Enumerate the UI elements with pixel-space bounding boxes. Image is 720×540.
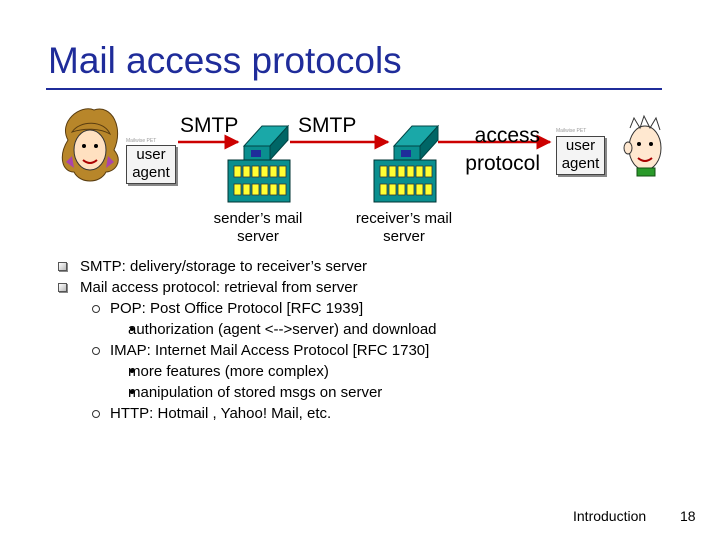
- smtp-label-left: SMTP: [180, 114, 239, 137]
- mail-server-icon: [373, 124, 440, 203]
- smtp-label-right: SMTP: [298, 114, 357, 137]
- page-number: 18: [680, 508, 696, 524]
- title-underline: [46, 88, 662, 90]
- dot-bullet-icon: [130, 369, 134, 373]
- list-item: SMTP: delivery/storage to receiver’s ser…: [58, 256, 678, 277]
- dot-bullet-icon: [130, 390, 134, 394]
- agent-caption-left: Mailwise PET: [126, 138, 157, 144]
- access-protocol-label: access protocol: [465, 124, 540, 175]
- receiver-mail-server-label: receiver’s mail server: [355, 210, 453, 245]
- list-item: authorization (agent <-->server) and dow…: [128, 321, 437, 338]
- user-agent-right[interactable]: user agent: [556, 136, 605, 175]
- user-agent-left[interactable]: user agent: [126, 145, 176, 184]
- list-item: Mail access protocol: retrieval from ser…: [58, 277, 678, 298]
- agent-caption-right: Mailwise PET: [556, 128, 587, 134]
- list-item: IMAP: Internet Mail Access Protocol [RFC…: [58, 340, 678, 361]
- mail-diagram: [61, 108, 662, 203]
- man-user-icon: [623, 114, 662, 177]
- ring-bullet-icon: [92, 347, 100, 355]
- list-item: HTTP: Hotmail , Yahoo! Mail, etc.: [58, 403, 678, 424]
- list-item: POP: Post Office Protocol [RFC 1939]: [58, 298, 678, 319]
- bullet-list: SMTP: delivery/storage to receiver’s ser…: [58, 256, 678, 424]
- list-item: more features (more complex): [128, 363, 329, 380]
- footer-label: Introduction: [573, 508, 647, 524]
- ring-bullet-icon: [92, 305, 100, 313]
- square-bullet-icon: [58, 283, 67, 292]
- mail-server-icon: [227, 124, 291, 203]
- list-item: manipulation of stored msgs on server: [128, 384, 383, 401]
- ring-bullet-icon: [92, 410, 100, 418]
- sender-mail-server-label: sender’s mail server: [213, 210, 303, 245]
- square-bullet-icon: [58, 262, 67, 271]
- dot-bullet-icon: [130, 327, 134, 331]
- page-title: Mail access protocols: [48, 40, 402, 81]
- woman-user-icon: [61, 108, 119, 182]
